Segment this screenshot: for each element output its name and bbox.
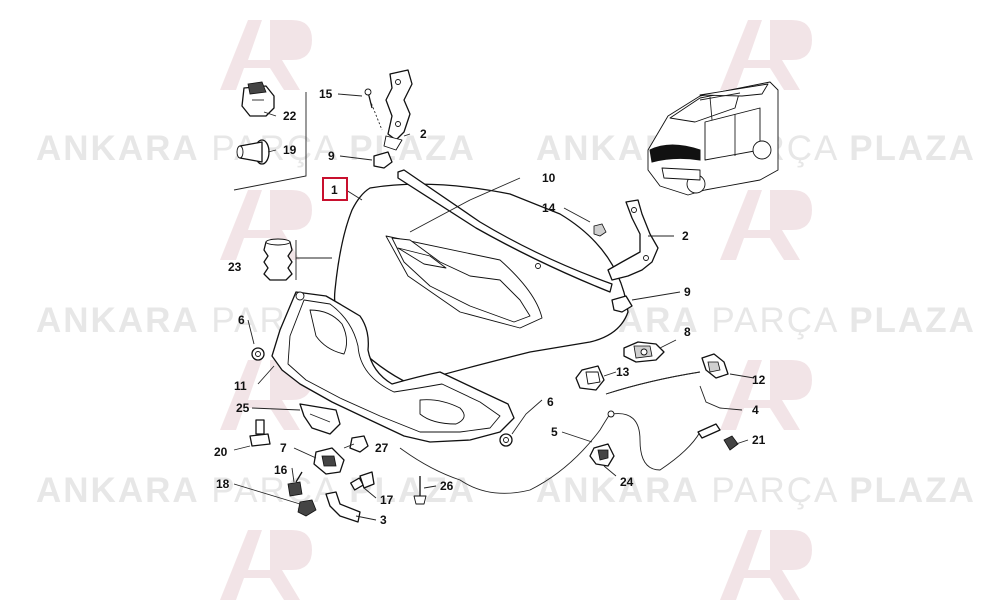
callout-19: 19 xyxy=(283,143,297,157)
watermark-row: ANKARA PARÇA PLAZA xyxy=(536,471,976,510)
callout-9-right: 9 xyxy=(684,285,691,299)
watermark-logo-icon xyxy=(720,20,812,90)
inner-panel xyxy=(271,291,515,443)
watermark-logo-icon xyxy=(220,530,312,600)
callout-20: 20 xyxy=(214,445,228,459)
watermark-logo-icon xyxy=(720,190,812,260)
callout-17: 17 xyxy=(380,493,394,507)
callout-8: 8 xyxy=(684,325,691,339)
callout-23: 23 xyxy=(228,260,242,274)
clip-26-icon xyxy=(413,476,427,505)
bonnet-seal xyxy=(397,169,613,293)
fastener-6-right-icon xyxy=(499,433,513,447)
grommet-19-icon xyxy=(236,139,270,165)
callout-22: 22 xyxy=(283,109,297,123)
watermark-row: ANKARA PARÇA PLAZA xyxy=(36,129,476,168)
cable-5 xyxy=(399,410,701,494)
clip-24-icon xyxy=(589,443,615,467)
bump-stop-23-icon xyxy=(263,238,293,281)
callout-5: 5 xyxy=(551,425,558,439)
callout-9-top: 9 xyxy=(328,149,335,163)
bonnet xyxy=(333,183,629,385)
nut-14-icon xyxy=(593,223,607,237)
hinge-left xyxy=(383,69,413,151)
hinge-right xyxy=(607,199,659,281)
callout-16: 16 xyxy=(274,463,288,477)
callout-15: 15 xyxy=(319,87,333,101)
highlight-box xyxy=(322,177,348,201)
callout-1: 1 xyxy=(331,183,338,197)
callout-24: 24 xyxy=(620,475,634,489)
callout-3: 3 xyxy=(380,513,387,527)
screw-21-icon xyxy=(697,423,739,451)
watermark-logo-icon xyxy=(720,360,812,430)
callout-6-right: 6 xyxy=(547,395,554,409)
leader-lines xyxy=(233,93,755,521)
van-thumbnail-icon xyxy=(647,81,779,196)
callout-18: 18 xyxy=(216,477,230,491)
bracket-25-icon xyxy=(299,403,341,435)
nut-18-icon xyxy=(297,499,317,517)
bracket-13-icon xyxy=(575,365,605,391)
callout-2-hinge-left: 2 xyxy=(420,127,427,141)
clip-9-top-icon xyxy=(373,151,393,169)
callout-7: 7 xyxy=(280,441,287,455)
watermark-logo-icon xyxy=(220,20,312,90)
clip-22-icon xyxy=(241,81,275,117)
bolt-16-icon xyxy=(287,471,303,497)
callout-13: 13 xyxy=(616,365,630,379)
watermark-logo-icon xyxy=(720,530,812,600)
callout-26: 26 xyxy=(440,479,454,493)
bolt-17-icon xyxy=(350,471,375,491)
rod-15-icon xyxy=(364,88,383,131)
cap-27-icon xyxy=(349,435,369,453)
bolt-20-icon xyxy=(249,419,271,447)
callout-14: 14 xyxy=(542,201,556,215)
callout-4: 4 xyxy=(752,403,759,417)
clip-12-icon xyxy=(701,353,729,379)
clip-9-right-icon xyxy=(611,295,633,313)
cable-4 xyxy=(605,371,701,395)
callout-21: 21 xyxy=(752,433,766,447)
group-bracket-19-22 xyxy=(233,92,307,191)
latch-8-icon xyxy=(623,341,665,363)
callout-labels: 1 2 2 3 4 5 6 6 7 8 9 9 10 11 12 13 14 1… xyxy=(214,87,766,527)
latch-7-icon xyxy=(313,447,345,475)
callout-12: 12 xyxy=(752,373,766,387)
callout-10: 10 xyxy=(542,171,556,185)
callout-25: 25 xyxy=(236,401,250,415)
watermark-logo-icon xyxy=(220,360,312,430)
callout-2-hinge-right: 2 xyxy=(682,229,689,243)
callout-27: 27 xyxy=(375,441,389,455)
fastener-6-left-icon xyxy=(251,347,265,361)
watermark-text: ANKARA PARÇA PLAZA ANKARA PARÇA PLAZA AN… xyxy=(36,129,976,510)
callout-6-left: 6 xyxy=(238,313,245,327)
callout-11: 11 xyxy=(234,379,247,393)
watermark-logos xyxy=(220,20,812,600)
